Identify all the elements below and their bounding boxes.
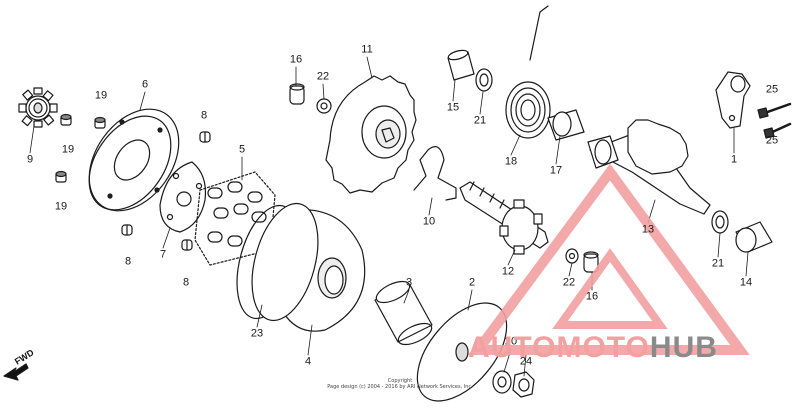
nut-24 (512, 371, 535, 398)
driven-gear-11 (325, 75, 417, 194)
callout-13: 13 (641, 223, 655, 236)
callout-8: 8 (124, 255, 132, 268)
watermark-logo-icon (468, 163, 750, 355)
callout-16: 16 (289, 53, 303, 66)
bolt-25-a (757, 102, 792, 119)
callout-25: 25 (765, 134, 779, 147)
bolt-25-b (763, 122, 792, 139)
watermark-part-hub: HUB (649, 331, 718, 364)
driven-gear-shaft-12 (459, 181, 549, 255)
watermark-part-moto: MOTO (556, 331, 650, 364)
drive-face-2 (416, 302, 508, 402)
callout-16: 16 (585, 290, 599, 303)
callout-4: 4 (304, 355, 312, 368)
callout-8: 8 (182, 276, 190, 289)
washer-20 (492, 370, 512, 394)
callout-21: 21 (711, 257, 725, 270)
movable-drive-face-4 (236, 202, 366, 332)
bushing-15 (447, 49, 475, 81)
fwd-arrow-icon (3, 363, 29, 381)
washer-21-lower (711, 210, 729, 234)
callout-23: 23 (250, 327, 264, 340)
kick-spindle-13 (587, 119, 711, 215)
callout-19: 19 (61, 143, 75, 156)
bolt-19-c (55, 170, 67, 183)
roller-plate-7 (159, 161, 207, 233)
callout-7: 7 (159, 248, 167, 261)
callout-1: 1 (730, 153, 738, 166)
callout-10: 10 (422, 215, 436, 228)
callout-12: 12 (501, 265, 515, 278)
bolt-19-a (94, 116, 106, 129)
copyright-line-2: Page design (c) 2004 - 2016 by ARI Netwo… (327, 384, 473, 390)
bushing-17 (547, 109, 585, 141)
callout-5: 5 (238, 143, 246, 156)
spring-clip-10 (413, 146, 457, 201)
clip-8-b (121, 224, 133, 236)
callout-18: 18 (504, 155, 518, 168)
callout-15: 15 (446, 101, 460, 114)
callout-9: 9 (26, 153, 34, 166)
back-plate-6 (88, 108, 180, 212)
callout-20: 20 (504, 335, 518, 348)
callout-22: 22 (562, 276, 576, 289)
washer-22-lower (565, 248, 579, 264)
kick-spring-18 (505, 5, 551, 139)
washer-22-upper (316, 98, 332, 114)
clip-8-c (181, 239, 193, 251)
callout-6: 6 (141, 78, 149, 91)
bushing-14 (735, 221, 773, 253)
washer-21-upper (475, 68, 493, 92)
watermark-part-auto: AUTO (468, 331, 557, 364)
clip-8-a (199, 131, 211, 143)
callout-17: 17 (549, 164, 563, 177)
collar-3 (374, 280, 433, 346)
copyright-line-1: Copyright (387, 378, 413, 384)
callout-21: 21 (473, 114, 487, 127)
callout-11: 11 (361, 43, 373, 56)
callout-25: 25 (765, 83, 779, 96)
bolt-19-b (60, 113, 72, 126)
callout-8: 8 (200, 109, 208, 122)
callout-2: 2 (468, 276, 476, 289)
watermark-text: AUTOMOTOHUB (468, 333, 718, 363)
bushing-16-upper (289, 83, 305, 105)
callout-22: 22 (316, 70, 330, 83)
callout-19: 19 (54, 200, 68, 213)
callout-3: 3 (405, 276, 413, 289)
bushing-16-lower (583, 251, 599, 273)
copyright-text: Copyright Page design (c) 2004 - 2016 by… (0, 378, 800, 390)
callout-19: 19 (94, 89, 108, 102)
kick-lever-1 (715, 71, 751, 129)
callout-14: 14 (739, 276, 753, 289)
callout-24: 24 (519, 355, 533, 368)
pinion-gear-9 (18, 87, 58, 128)
